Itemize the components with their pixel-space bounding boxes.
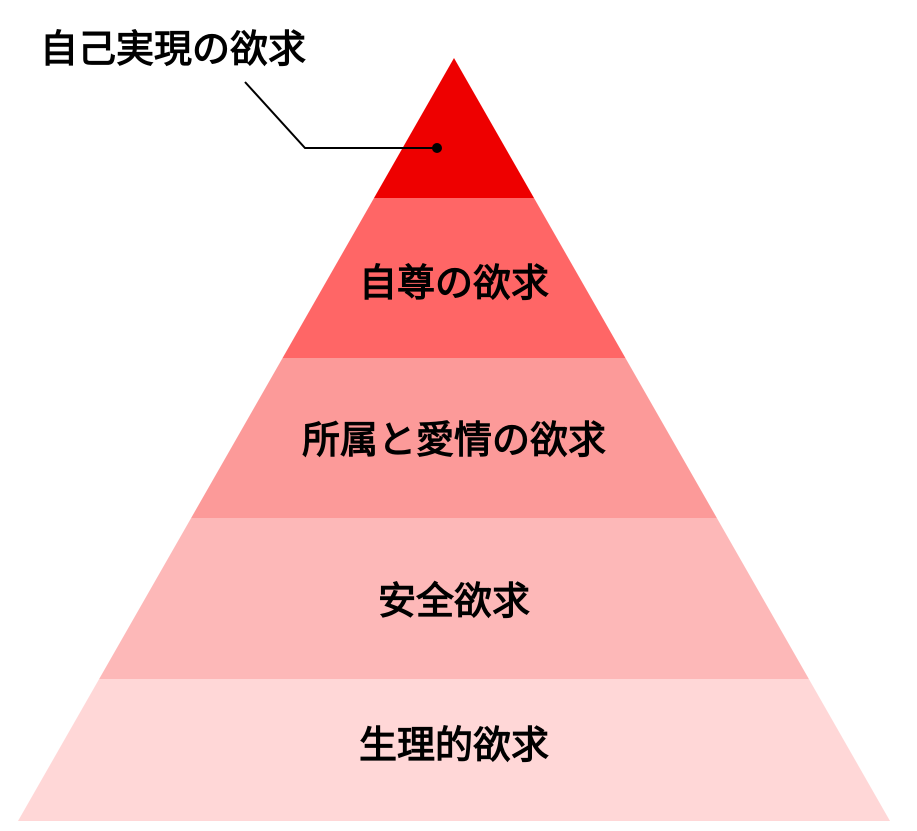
callout-line xyxy=(244,81,437,149)
pyramid-layer-1 xyxy=(374,58,534,198)
pyramid-layer-3 xyxy=(191,358,717,518)
callout-dot xyxy=(432,143,442,153)
layer-label-2: 自尊の欲求 xyxy=(359,261,549,305)
callout-title: 自己実現の欲求 xyxy=(40,27,307,71)
pyramid-layer-5 xyxy=(18,679,890,821)
pyramid-layer-2 xyxy=(282,198,626,358)
layer-label-4: 安全欲求 xyxy=(378,579,530,623)
pyramid-layer-4 xyxy=(99,518,809,679)
layer-label-5: 生理的欲求 xyxy=(359,723,549,767)
layer-label-3: 所属と愛情の欲求 xyxy=(302,418,606,462)
